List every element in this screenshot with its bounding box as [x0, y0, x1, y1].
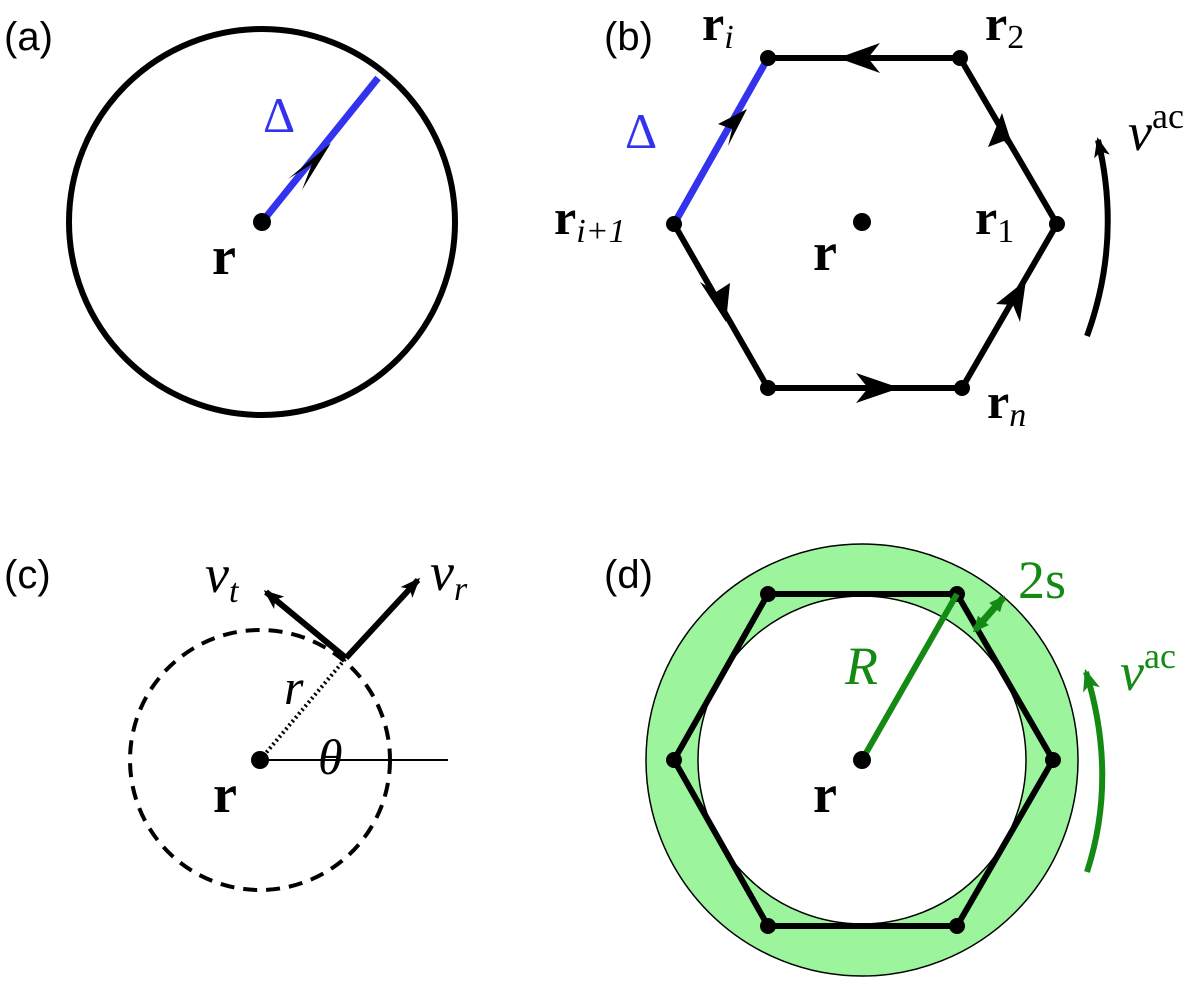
label-r2: r2 — [985, 0, 1024, 56]
vt-vector — [263, 589, 348, 661]
radius-label-d: R — [844, 636, 878, 696]
label-ri: ri — [702, 0, 734, 56]
radius-label-c: r — [284, 659, 304, 715]
point-r-a — [253, 213, 271, 231]
label-rn: rn — [987, 373, 1026, 434]
panel-c-label: (c) — [4, 553, 51, 597]
rotation-arrow-b — [1084, 137, 1111, 338]
arrowhead-left-lower — [700, 282, 730, 322]
label-ri1: ri+1 — [554, 189, 626, 250]
delta-label-a: Δ — [263, 87, 295, 143]
vertex-d-5 — [760, 918, 776, 934]
point-r-label-b: r — [813, 222, 837, 282]
arrowhead-right-lower — [996, 280, 1026, 322]
point-r-c — [251, 751, 269, 769]
panel-c: (c) vt vr r θ r — [4, 542, 468, 892]
arrowhead-right-upper — [988, 113, 1015, 154]
vertex-d-3 — [1045, 752, 1061, 768]
point-r-label-a: r — [212, 226, 236, 286]
panel-d-label: (d) — [604, 553, 653, 597]
delta-vector-a — [259, 75, 381, 225]
vertex-d-1 — [760, 586, 776, 602]
arrowhead-delta-b — [718, 109, 747, 146]
label-r1: r1 — [975, 189, 1014, 250]
delta-arrowhead-a — [288, 143, 331, 190]
angle-label-c: θ — [318, 729, 343, 785]
vertex-r1 — [1049, 216, 1065, 232]
vertex-rn — [954, 380, 970, 396]
radius-dotted-c — [258, 656, 348, 762]
panel-d: (d) R r 2s vac — [604, 543, 1176, 977]
vertex-ri1 — [666, 216, 682, 232]
shell-annulus — [645, 543, 1079, 977]
vertex-r2 — [952, 50, 968, 66]
velocity-label-b: vac — [1128, 96, 1184, 162]
panel-a: (a) Δ r — [4, 15, 458, 418]
arrowhead-bottom — [856, 373, 900, 403]
point-r-label-c: r — [213, 764, 237, 824]
vt-label: vt — [205, 544, 240, 610]
velocity-label-d: vac — [1120, 636, 1176, 702]
panel-b: (b) ri r2 ri+1 r1 — [554, 0, 1184, 434]
panel-b-label: (b) — [604, 15, 653, 59]
vertex-ri — [760, 50, 776, 66]
panel-a-label: (a) — [4, 15, 53, 59]
vertex-d-6 — [666, 752, 682, 768]
point-r-label-d: r — [813, 764, 837, 824]
point-r-b — [853, 213, 871, 231]
vr-vector — [343, 577, 421, 661]
delta-edge-b — [670, 56, 772, 226]
vertex-d-4 — [949, 918, 965, 934]
shell-thickness-arrow — [972, 595, 1006, 633]
arrowhead-top — [838, 43, 880, 73]
delta-label-b: Δ — [625, 103, 657, 159]
rotation-arrow-d — [1083, 668, 1106, 873]
point-r-d — [853, 751, 871, 769]
shell-label-d: 2s — [1018, 550, 1066, 610]
vr-label: vr — [430, 542, 468, 608]
edge-r1-rn — [959, 222, 1060, 390]
radius-line-d — [859, 592, 960, 762]
circle-a — [66, 26, 458, 418]
vertex-bottom-left — [760, 380, 776, 396]
